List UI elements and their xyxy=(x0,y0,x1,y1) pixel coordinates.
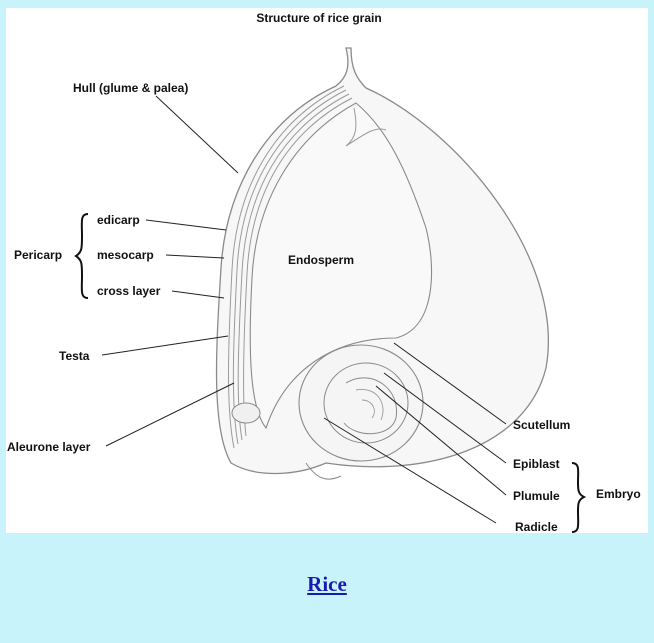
hull-layer-3 xyxy=(237,93,350,441)
label-pericarp: Pericarp xyxy=(14,248,62,262)
grain-base xyxy=(231,402,261,424)
leader-edicarp xyxy=(145,219,227,231)
label-aleurone: Aleurone layer xyxy=(7,440,91,454)
leader-hull xyxy=(155,95,239,174)
label-hull: Hull (glume & palea) xyxy=(73,81,188,95)
embryo-inner xyxy=(343,377,397,435)
embryo-brace xyxy=(571,462,587,533)
leader-testa xyxy=(101,335,229,356)
embryo-mid xyxy=(323,362,409,444)
rice-grain-figure: Structure of rice grain Hull (glume & pa… xyxy=(6,8,648,533)
label-mesocarp: mesocarp xyxy=(97,248,154,262)
diagram-title: Structure of rice grain xyxy=(256,11,381,25)
leader-aleurone xyxy=(105,382,235,447)
label-edicarp: edicarp xyxy=(97,213,140,227)
leader-radicle xyxy=(323,417,497,524)
hull-layer-1 xyxy=(228,85,345,449)
rice-grain-diagram: Structure of rice grain Hull (glume & pa… xyxy=(7,11,641,533)
embryo-detail xyxy=(355,388,384,421)
label-radicle: Radicle xyxy=(515,520,558,533)
label-endosperm: Endosperm xyxy=(288,253,354,267)
label-epiblast: Epiblast xyxy=(513,457,560,471)
leader-scutellum xyxy=(393,342,507,425)
embryo-outer xyxy=(298,344,424,462)
leader-lines xyxy=(101,95,507,524)
leader-mesocarp xyxy=(165,254,225,259)
label-embryo: Embryo xyxy=(596,487,641,501)
leader-cross-layer xyxy=(171,290,225,299)
label-plumule: Plumule xyxy=(513,489,560,503)
label-cross-layer: cross layer xyxy=(97,284,161,298)
base-stalk xyxy=(305,462,342,480)
leader-plumule xyxy=(375,385,507,496)
rice-link[interactable]: Rice xyxy=(307,572,347,596)
label-testa: Testa xyxy=(59,349,90,363)
inner-ridge xyxy=(345,107,387,147)
endosperm-outline xyxy=(249,102,433,430)
hull-layer-4 xyxy=(242,97,353,437)
hull-layer-2 xyxy=(232,89,347,445)
pericarp-brace xyxy=(74,213,89,299)
leader-epiblast xyxy=(383,372,507,464)
label-scutellum: Scutellum xyxy=(513,418,570,432)
